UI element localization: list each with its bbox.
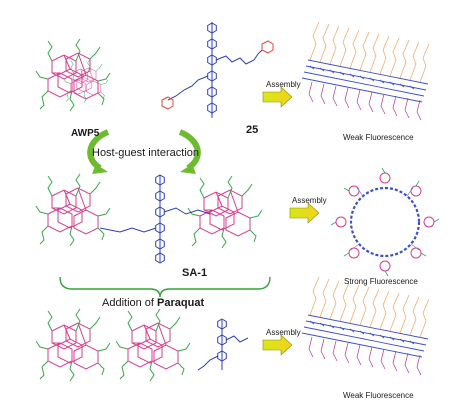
host-guest-label: Host-guest interaction xyxy=(92,147,199,159)
assembly-arrow-2 xyxy=(289,202,320,224)
free-guest-25 xyxy=(197,318,249,371)
addition-label: Addition of Paraquat xyxy=(102,297,204,309)
assembly-label-3: Assembly xyxy=(266,328,301,337)
complex-label: SA-1 xyxy=(182,267,208,279)
assembly-label-2: Assembly xyxy=(292,196,327,205)
result-label-2: Strong Fluorescence xyxy=(344,277,418,286)
host-paraquat-complex-1 xyxy=(35,308,111,382)
host-guest-curved-arrows xyxy=(87,129,201,174)
result-label-3: Weak Fluorescence xyxy=(343,391,414,400)
addition-prefix: Addition of xyxy=(102,297,158,309)
result-label-1: Weak Fluorescence xyxy=(343,133,414,142)
assembly-arrow-3 xyxy=(262,334,293,356)
assembly-label-1: Assembly xyxy=(266,80,301,89)
assembly-ring-2 xyxy=(330,167,440,277)
host-label: AWP5 xyxy=(71,128,100,139)
assembly-sheet-3 xyxy=(301,276,430,376)
complex-sa1-structure xyxy=(35,173,263,264)
host-paraquat-complex-2 xyxy=(115,308,191,382)
addition-agent: Paraquat xyxy=(157,297,205,309)
assembly-arrow-1 xyxy=(262,86,293,108)
assembly-sheet-1 xyxy=(301,21,430,121)
guest-label: 25 xyxy=(246,124,259,136)
host-awp5-structure xyxy=(35,38,111,112)
guest-25-structure xyxy=(161,22,274,118)
addition-bracket xyxy=(59,276,271,298)
